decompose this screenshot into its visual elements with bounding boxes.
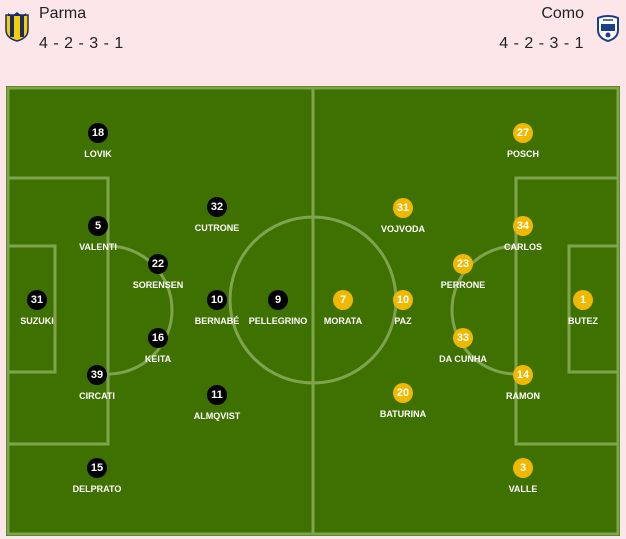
home-formation: 4 - 2 - 3 - 1	[39, 35, 124, 52]
player-number: 15	[87, 458, 107, 478]
parma-crest-icon	[5, 12, 29, 42]
player-number: 31	[27, 290, 47, 310]
player-name: LOVIK	[84, 149, 112, 159]
player-name: ALMQVIST	[193, 411, 241, 421]
player-name: PERRONE	[440, 280, 486, 290]
player-number: 10	[393, 290, 413, 310]
player-name: VALLE	[508, 484, 538, 494]
player-away-da-cunha[interactable]: 33 DA CUNHA	[418, 328, 508, 368]
player-name: PELLEGRINO	[248, 316, 308, 326]
player-number: 18	[88, 123, 108, 143]
player-number: 14	[513, 365, 533, 385]
player-name: BUTEZ	[568, 316, 598, 326]
player-number: 1	[573, 290, 593, 310]
player-name: VOJVODA	[380, 224, 425, 234]
player-number: 9	[268, 290, 288, 310]
away-formation: 4 - 2 - 3 - 1	[499, 35, 584, 52]
player-name: POSCH	[506, 149, 539, 159]
player-name: VALENTI	[79, 242, 117, 252]
player-number: 27	[513, 123, 533, 143]
player-number: 32	[207, 197, 227, 217]
player-name: RAMON	[506, 391, 540, 401]
home-team-name[interactable]: Parma	[39, 5, 87, 22]
player-number: 11	[207, 385, 227, 405]
como-crest-icon	[596, 14, 620, 44]
player-name: BATURINA	[379, 409, 427, 419]
player-number: 7	[333, 290, 353, 310]
player-number: 39	[87, 365, 107, 385]
pitch-markings	[6, 86, 620, 536]
player-name: SORENSEN	[132, 280, 184, 290]
player-name: BERNABÉ	[194, 316, 240, 326]
player-name: DELPRATO	[72, 484, 122, 494]
match-header: Parma 4 - 2 - 3 - 1 Como 4 - 2 - 3 - 1	[0, 0, 626, 84]
player-name: DA CUNHA	[439, 354, 487, 364]
player-name: PAZ	[394, 316, 412, 326]
player-name: SUZUKI	[20, 316, 54, 326]
player-number: 23	[453, 254, 473, 274]
player-name: CUTRONE	[194, 223, 240, 233]
player-number: 33	[453, 328, 473, 348]
player-number: 20	[393, 383, 413, 403]
away-team-name[interactable]: Como	[541, 5, 584, 22]
player-number: 10	[207, 290, 227, 310]
player-number: 3	[513, 458, 533, 478]
player-number: 5	[88, 216, 108, 236]
player-name: KEITA	[144, 354, 172, 364]
player-number: 22	[148, 254, 168, 274]
player-name: CIRCATI	[79, 391, 115, 401]
player-name: CARLOS	[504, 242, 542, 252]
player-number: 16	[148, 328, 168, 348]
player-number: 34	[513, 216, 533, 236]
player-number: 31	[393, 198, 413, 218]
player-name: MORATA	[323, 316, 363, 326]
